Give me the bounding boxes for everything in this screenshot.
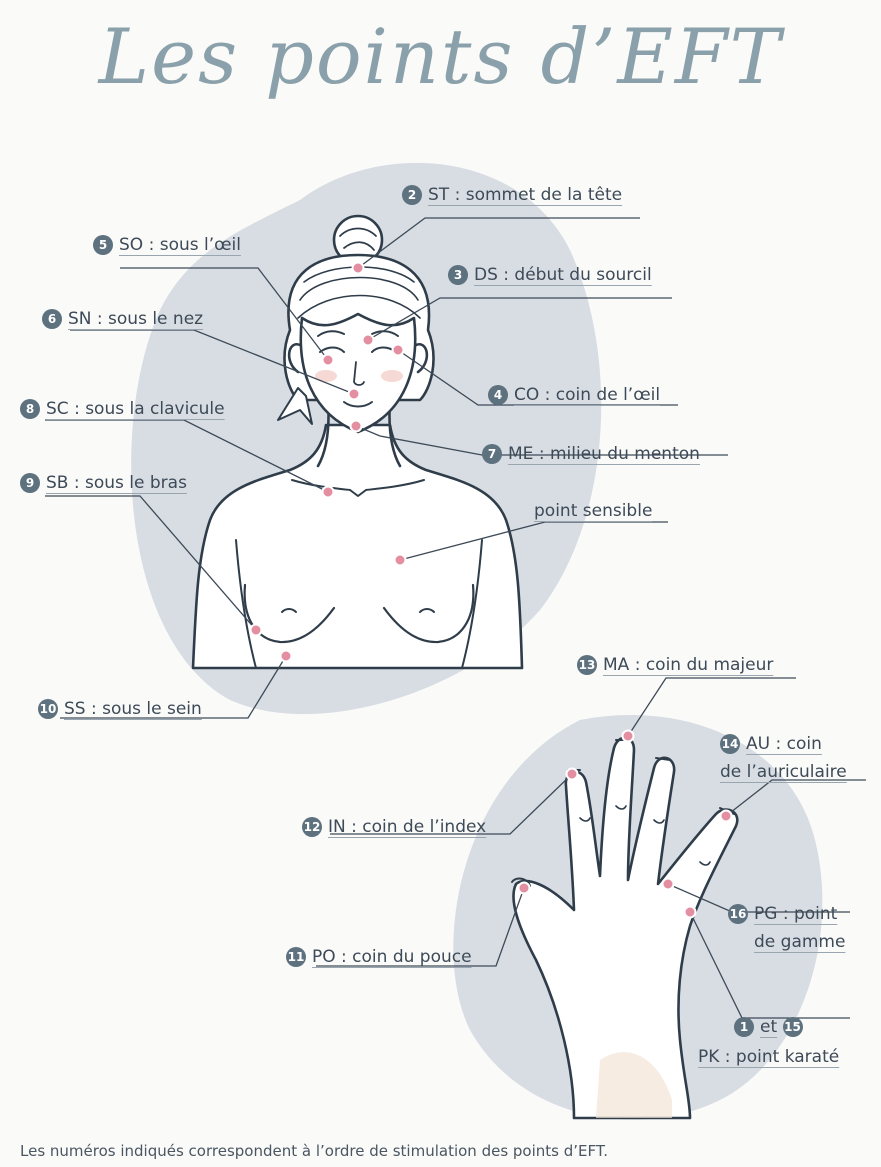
point-pg xyxy=(663,879,674,890)
number-badge: 10 xyxy=(38,699,58,719)
point-pk xyxy=(685,907,696,918)
point-co xyxy=(393,345,404,356)
number-badge: 15 xyxy=(783,1017,803,1037)
number-badge: 13 xyxy=(577,655,597,675)
number-badge: 8 xyxy=(20,399,40,419)
point-ma xyxy=(623,731,634,742)
point-au xyxy=(721,811,732,822)
number-badge: 14 xyxy=(720,734,740,754)
number-badge: 3 xyxy=(448,265,468,285)
point-sn xyxy=(349,389,360,400)
point-in xyxy=(567,769,578,780)
label-point-sensible: point sensible xyxy=(534,500,652,522)
point-so xyxy=(323,355,334,366)
point-sensible xyxy=(395,555,406,566)
number-badge: 1 xyxy=(734,1017,754,1037)
number-badge: 6 xyxy=(42,309,62,329)
point-me xyxy=(351,421,362,432)
number-badge: 12 xyxy=(302,817,322,837)
footnote: Les numéros indiqués correspondent à l’o… xyxy=(20,1142,608,1160)
number-badge: 16 xyxy=(728,904,748,924)
number-badge: 4 xyxy=(488,385,508,405)
right-cheek-blush xyxy=(381,370,403,382)
number-badge: 9 xyxy=(20,473,40,493)
point-st xyxy=(353,263,364,274)
number-badge: 7 xyxy=(482,444,502,464)
point-ds xyxy=(363,335,374,346)
point-ss xyxy=(281,651,292,662)
number-badge: 2 xyxy=(402,185,422,205)
number-badge: 5 xyxy=(93,235,113,255)
point-sb xyxy=(251,625,262,636)
point-sc xyxy=(323,487,334,498)
point-po xyxy=(519,883,530,894)
number-badge: 11 xyxy=(286,947,306,967)
